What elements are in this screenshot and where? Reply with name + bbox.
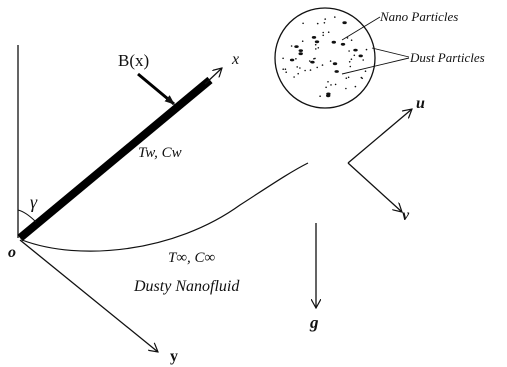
dust-particle xyxy=(331,40,336,44)
nano-particle xyxy=(316,66,319,69)
velocity-u-arrow xyxy=(347,109,412,164)
y-axis-arrow xyxy=(19,239,158,352)
dust-particle xyxy=(358,54,363,58)
gravity-label: g xyxy=(309,313,319,332)
nano-particles-label: Nano Particles xyxy=(379,9,458,24)
dust-particle xyxy=(314,40,320,44)
dust-particle xyxy=(353,48,358,52)
nano-particle xyxy=(316,22,319,25)
nano-particle xyxy=(354,85,357,88)
nano-particle xyxy=(349,65,352,68)
dust-particle xyxy=(342,21,347,25)
nano-particle xyxy=(322,31,325,34)
x-axis-label: x xyxy=(231,51,239,68)
nano-particle xyxy=(365,48,368,51)
nano-particle xyxy=(314,43,317,46)
dust-particle xyxy=(298,49,303,52)
nano-particle xyxy=(345,77,348,79)
boundary-layer-curve xyxy=(21,162,309,252)
dust-particles-label: Dust Particles xyxy=(409,50,485,65)
nano-particle xyxy=(282,68,285,70)
nano-particle xyxy=(348,50,350,52)
nano-particle xyxy=(302,22,304,25)
nano-particle xyxy=(325,86,327,89)
nano-particle xyxy=(330,84,332,86)
nano-particle xyxy=(301,40,304,42)
ambient-conditions-label: T∞, C∞ xyxy=(168,250,216,266)
nano-particle xyxy=(362,59,365,61)
nano-particle xyxy=(321,64,324,66)
nano-particle xyxy=(297,72,300,75)
nano-particle xyxy=(319,95,321,97)
dust-particle xyxy=(340,42,346,46)
nano-particle xyxy=(322,34,325,37)
origin-label: o xyxy=(8,244,16,261)
inclined-plate xyxy=(17,76,213,242)
nano-particle xyxy=(309,69,312,71)
nano-particle xyxy=(282,57,284,60)
nano-particle xyxy=(361,77,364,80)
nano-particle xyxy=(313,58,315,60)
nano-particle xyxy=(350,39,353,41)
particle-circle xyxy=(274,7,376,109)
angle-arc xyxy=(17,209,37,223)
nano-particle xyxy=(285,71,288,73)
x-axis-arrow xyxy=(204,68,222,85)
dust-particle xyxy=(298,52,303,56)
nano-particle xyxy=(304,69,306,72)
nano-particle xyxy=(284,68,287,70)
magnetic-field-label: B(x) xyxy=(118,51,149,70)
nano-particle xyxy=(290,45,293,47)
nano-particle xyxy=(299,67,301,69)
nano-particle xyxy=(350,58,353,60)
nano-particle xyxy=(329,60,332,62)
nano-particle xyxy=(293,76,295,78)
nano-particles-pointer xyxy=(341,16,381,41)
particle-dots xyxy=(282,16,368,98)
nano-particle xyxy=(353,54,356,57)
nano-particle xyxy=(308,60,311,62)
nano-particle xyxy=(346,37,349,39)
nano-particle xyxy=(345,87,347,90)
nano-particle xyxy=(348,61,351,63)
nano-particle xyxy=(295,58,297,60)
dust-particle xyxy=(326,94,331,98)
magnetic-field-arrow xyxy=(137,72,175,106)
y-axis-label: y xyxy=(170,348,178,365)
dust-particles-pointer-2 xyxy=(341,57,410,75)
angle-label: γ xyxy=(30,192,38,212)
dust-particle xyxy=(311,36,317,39)
velocity-v-label: v xyxy=(402,207,410,224)
nano-particle xyxy=(315,48,317,50)
nano-particle xyxy=(327,31,330,33)
nano-particle xyxy=(347,76,350,79)
dust-particle xyxy=(334,70,339,73)
dust-particles-pointer-1 xyxy=(371,47,410,58)
nano-particle xyxy=(334,16,336,18)
dust-particle xyxy=(332,62,338,66)
nano-particle xyxy=(323,22,326,24)
fluid-label: Dusty Nanofluid xyxy=(133,278,240,295)
dust-particle xyxy=(294,45,299,48)
nano-particle xyxy=(313,61,315,64)
nano-particle xyxy=(364,70,367,72)
dust-particle xyxy=(289,58,295,62)
nano-particle xyxy=(296,66,299,68)
nano-particle xyxy=(327,81,329,83)
velocity-u-label: u xyxy=(416,95,425,112)
nano-particle xyxy=(324,18,327,20)
wall-conditions-label: Tw, Cw xyxy=(138,145,182,161)
nano-particle xyxy=(334,83,337,86)
velocity-v-arrow xyxy=(347,162,402,212)
nano-particle xyxy=(317,47,320,49)
